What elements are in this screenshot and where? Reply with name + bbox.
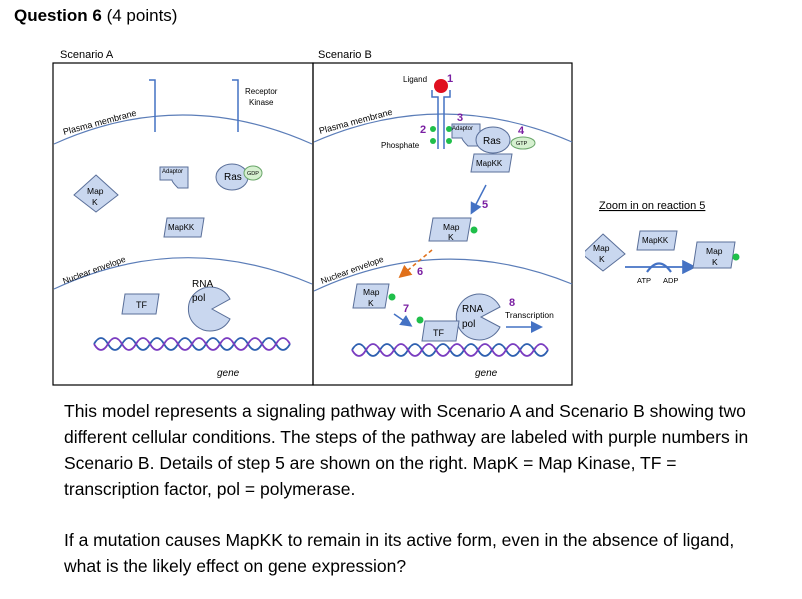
zoom-phosphate	[732, 253, 740, 261]
transcription-label: Transcription	[505, 310, 554, 320]
mapk-b-active-label-1: Map	[443, 222, 460, 232]
rna-pol-b	[455, 293, 501, 341]
mapk-b-nucleus	[352, 283, 390, 309]
step-7: 7	[403, 303, 409, 315]
mapk-b-active-label-2: K	[448, 232, 454, 242]
zoom-mapk-right-label-2: K	[712, 257, 718, 267]
step-6: 6	[417, 266, 423, 278]
ligand-label: Ligand	[403, 75, 427, 84]
question-number: Question 6	[14, 6, 102, 25]
pathway-figure: Scenario A Scenario B Plasma membrane Nu…	[52, 44, 574, 390]
scenario-b-panel	[312, 62, 573, 386]
gene-label-b: gene	[475, 368, 498, 379]
zoom-mapk-left-label-1: Map	[593, 243, 610, 253]
rna-pol-label-b-2: pol	[462, 319, 475, 330]
zoom-mapk-left	[581, 233, 626, 272]
phosphate-1	[430, 126, 436, 132]
mapkk-label-a: MapKK	[168, 223, 195, 232]
phosphate-2	[446, 126, 452, 132]
mapk-b-nucleus-phosphate	[388, 293, 396, 301]
arrow-step-7	[393, 313, 413, 327]
adaptor-label-b: Adaptor	[452, 126, 473, 132]
ras-label-a: Ras	[224, 172, 242, 183]
step-8: 8	[509, 297, 515, 309]
adaptor-a	[159, 166, 189, 189]
rna-pol-label-a-2: pol	[192, 293, 205, 304]
ligand	[434, 79, 448, 93]
plasma-membrane-label-a: Plasma membrane	[62, 108, 138, 137]
zoom-mapkk	[636, 230, 678, 251]
ras-label-b: Ras	[483, 136, 501, 147]
question-paragraph: If a mutation causes MapKK to remain in …	[64, 530, 735, 576]
zoom-mapk-right-label-1: Map	[706, 246, 723, 256]
mapk-label-a-2: K	[92, 197, 98, 207]
pathway-figure-svg: Scenario A Scenario B Plasma membrane Nu…	[52, 49, 573, 386]
mapkk-a	[163, 217, 205, 238]
scenario-b-label: Scenario B	[318, 49, 372, 61]
dna-strand-a2	[93, 337, 291, 351]
description-paragraph: This model represents a signaling pathwa…	[64, 401, 749, 499]
rna-pol-label-a-1: RNA	[192, 279, 213, 290]
question-points: (4 points)	[106, 6, 178, 25]
tf-label-b: TF	[433, 328, 444, 338]
mapk-b-nucleus-label-1: Map	[363, 287, 380, 297]
nuclear-envelope-label-a: Nuclear envelope	[61, 254, 127, 286]
gtp-b	[510, 136, 536, 150]
dna-strand-b2	[351, 343, 549, 357]
question-title: Question 6 (4 points)	[14, 6, 177, 26]
step-3: 3	[457, 112, 463, 124]
tf-a	[121, 293, 160, 315]
receptor-right-a	[232, 79, 239, 132]
zoom-atp-label: ATP	[637, 276, 651, 285]
receptor-left-b	[431, 90, 439, 149]
gdp-a	[243, 165, 263, 181]
zoom-panel: Zoom in on reaction 5 Map K MapKK ATP AD…	[581, 195, 785, 295]
mapk-label-a-1: Map	[87, 186, 104, 196]
adaptor-b	[451, 123, 481, 147]
phosphate-label: Phosphate	[381, 141, 420, 150]
nuclear-envelope-a	[53, 257, 313, 290]
phosphate-3	[430, 138, 436, 144]
tf-phosphate	[416, 316, 424, 324]
plasma-membrane-b	[313, 113, 573, 143]
rna-pol-a	[187, 286, 231, 332]
arrow-step-5	[470, 184, 487, 215]
nuclear-envelope-label-b: Nuclear envelope	[319, 254, 385, 286]
mapkk-label-b: MapKK	[476, 159, 503, 168]
mapk-b-phosphate	[470, 226, 478, 234]
rna-pol-label-b-1: RNA	[462, 304, 483, 315]
zoom-mapk-left-label-2: K	[599, 254, 605, 264]
step-1: 1	[447, 73, 453, 85]
zoom-adp-label: ADP	[663, 276, 678, 285]
step-4: 4	[518, 125, 525, 137]
mapkk-b	[470, 153, 513, 173]
tf-b	[421, 320, 460, 342]
receptor-kinase-label-1: Receptor	[245, 87, 278, 96]
zoom-atp-adp-arc	[646, 262, 672, 273]
gene-label-a: gene	[217, 368, 240, 379]
plasma-membrane-label-b: Plasma membrane	[318, 107, 394, 136]
zoom-mapk-right	[692, 241, 736, 269]
mapk-b-nucleus-label-2: K	[368, 298, 374, 308]
receptor-left-a	[149, 79, 156, 132]
zoom-title: Zoom in on reaction 5	[599, 200, 705, 212]
nuclear-envelope-b	[313, 258, 573, 292]
ras-b	[475, 126, 511, 154]
zoom-mapkk-label: MapKK	[642, 236, 669, 245]
mapk-b-active	[428, 217, 472, 242]
step-5: 5	[482, 199, 488, 211]
gtp-label-b: GTP	[516, 141, 528, 147]
scenario-a-label: Scenario A	[60, 49, 114, 61]
plasma-membrane-a	[53, 114, 313, 145]
gdp-label-a: GDP	[247, 171, 259, 177]
receptor-kinase-label-2: Kinase	[249, 98, 274, 107]
adaptor-label-a: Adaptor	[162, 169, 183, 175]
phosphate-4	[446, 138, 452, 144]
mapk-a	[73, 174, 119, 213]
tf-label-a: TF	[136, 300, 147, 310]
zoom-panel-svg: Zoom in on reaction 5 Map K MapKK ATP AD…	[581, 200, 740, 285]
receptor-right-b	[443, 90, 451, 149]
step-2: 2	[420, 124, 426, 136]
